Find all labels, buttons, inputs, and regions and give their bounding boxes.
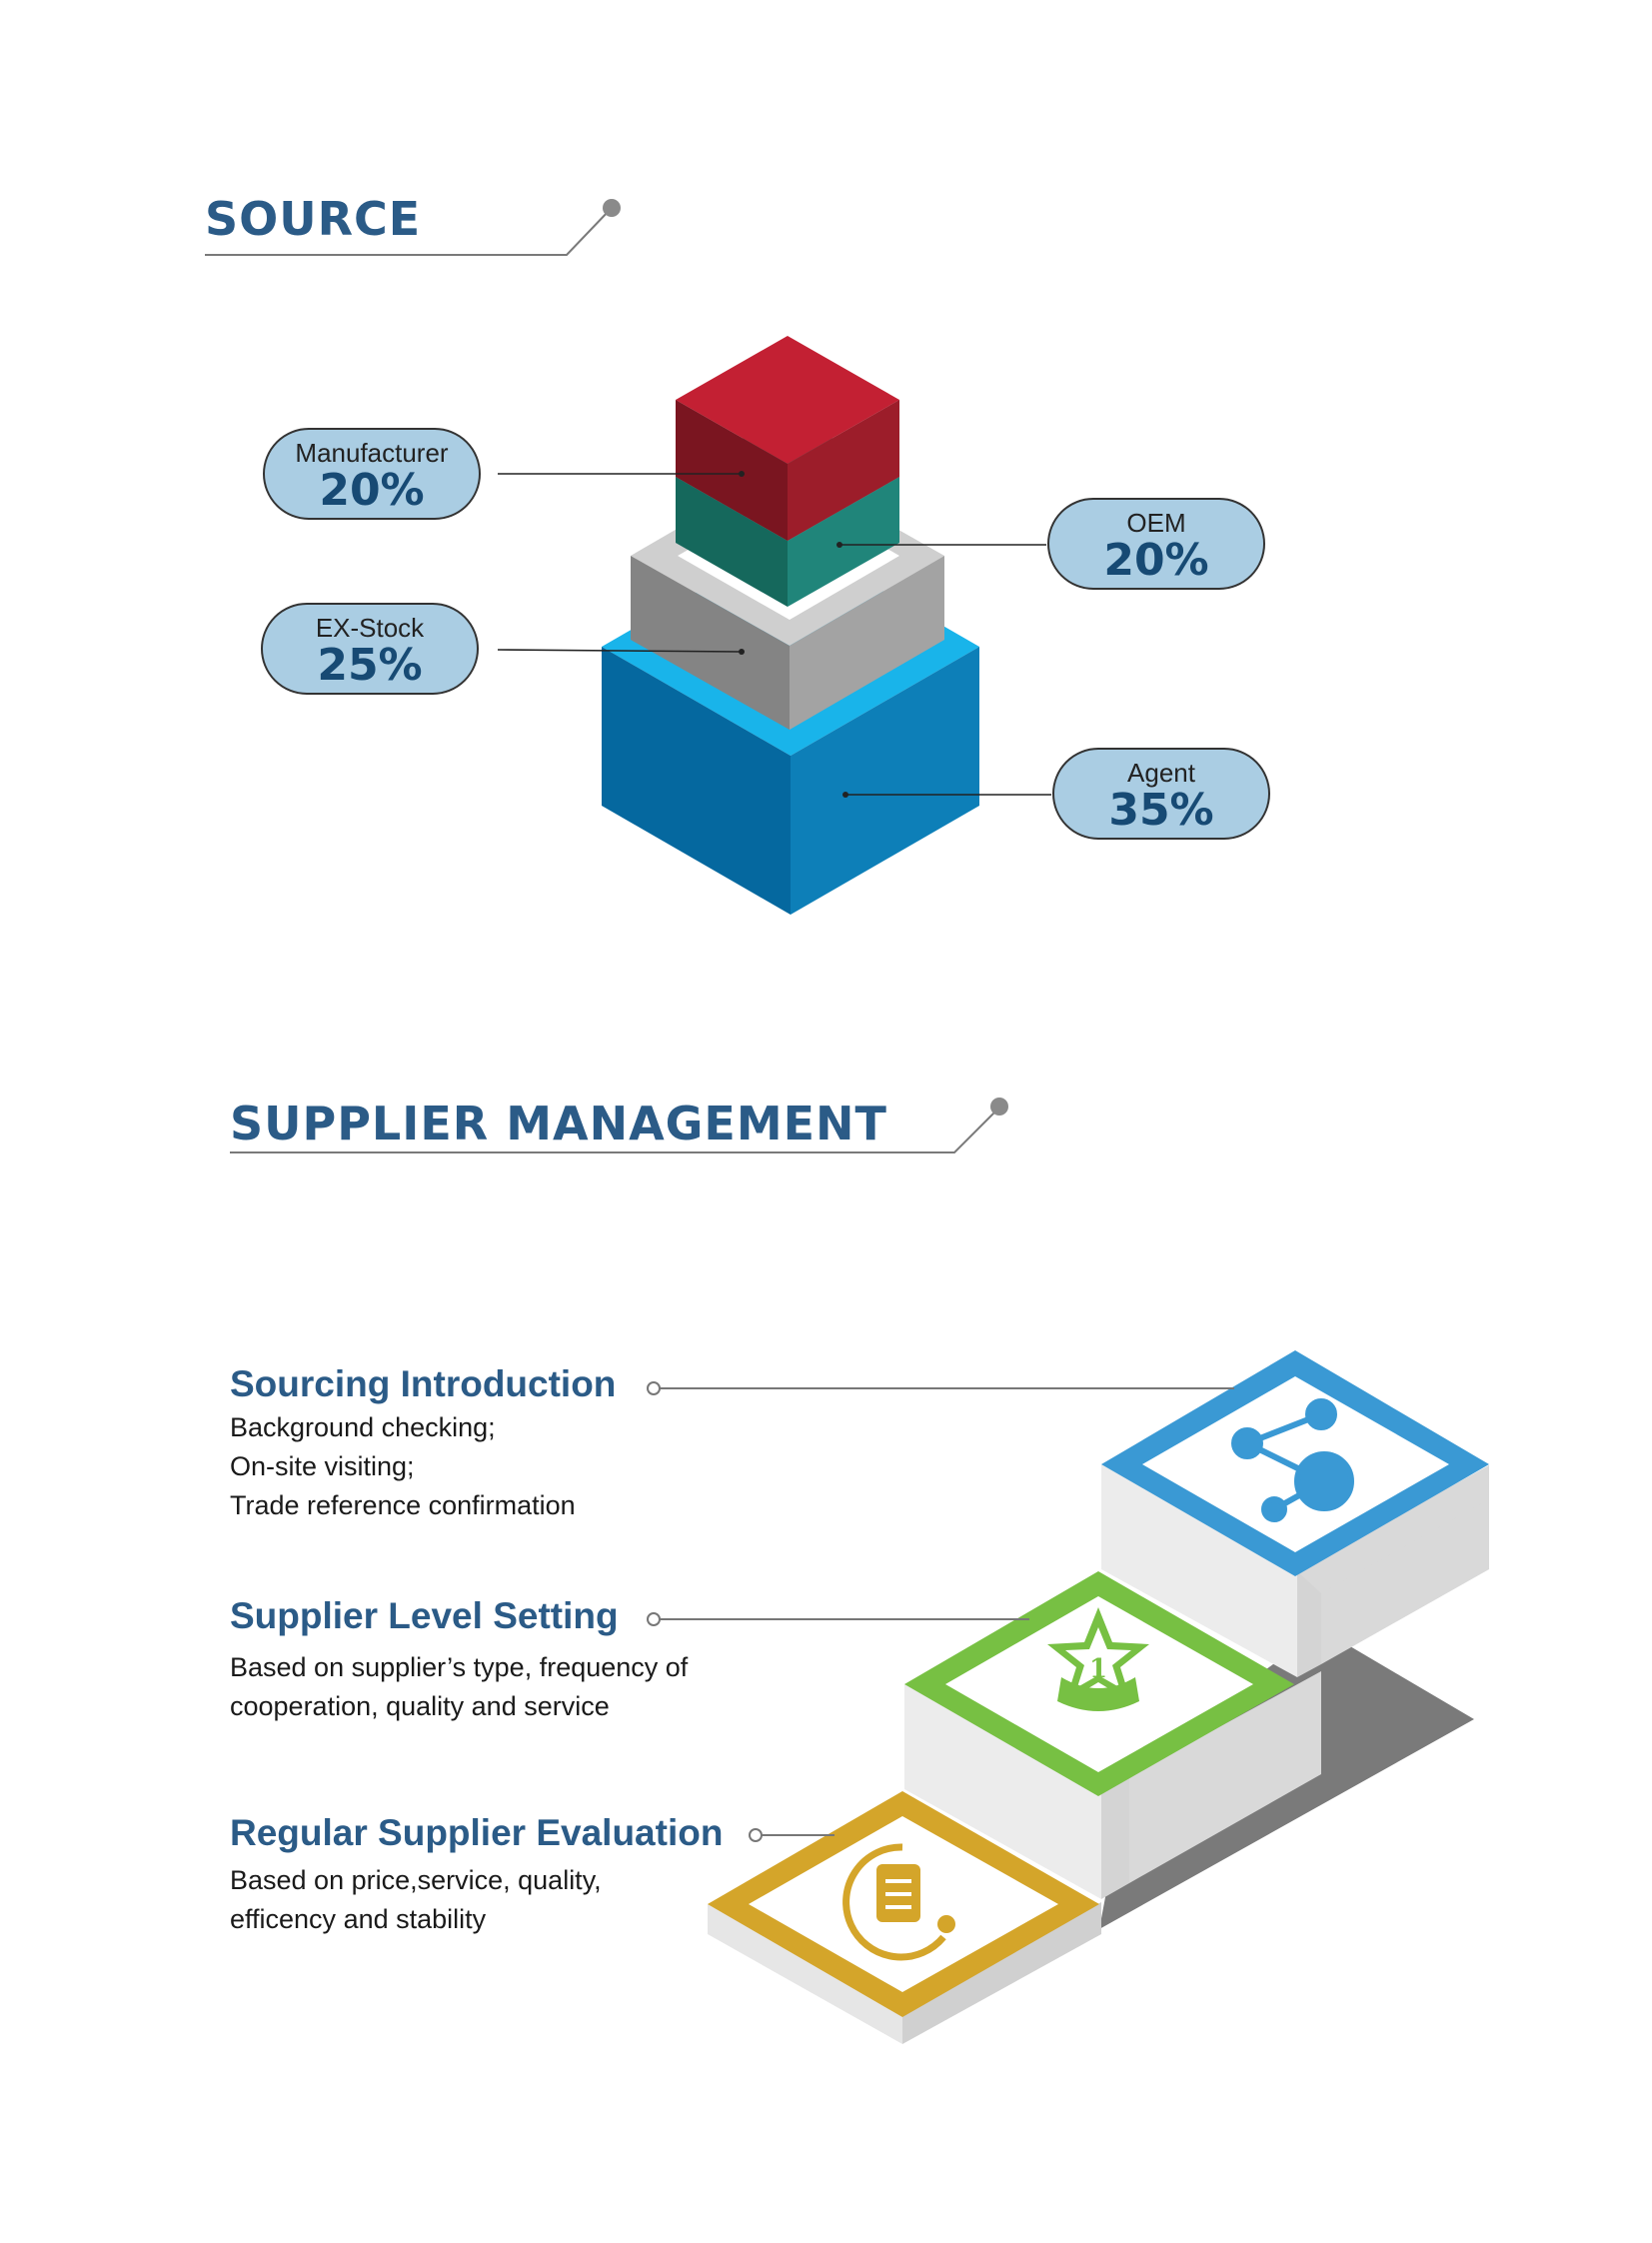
pill-value: 25% <box>317 640 423 691</box>
source-heading-underline <box>205 209 611 256</box>
step-line: Background checking; <box>230 1412 496 1442</box>
supplier-heading-underline <box>230 1109 998 1153</box>
step-title-evaluation: Regular Supplier Evaluation <box>230 1812 724 1853</box>
source-heading: SOURCE <box>205 192 422 246</box>
leader-dots <box>739 471 848 798</box>
pill-agent: Agent 35% <box>1052 748 1270 840</box>
stair-bottom-body <box>708 1902 1101 2044</box>
step-line: cooperation, quality and service <box>230 1691 610 1721</box>
step-line: On-site visiting; <box>230 1451 415 1481</box>
star-rank-icon: 1 <box>1047 1607 1149 1711</box>
step-leader-rings <box>647 1381 763 1842</box>
pill-value: 20% <box>319 465 425 516</box>
network-nodes-icon <box>1231 1398 1354 1522</box>
step-leader-lines <box>660 1387 1234 1836</box>
pill-value: 35% <box>1108 785 1214 836</box>
stair-top-body <box>1101 1464 1489 1677</box>
pill-label: EX-Stock <box>315 613 425 643</box>
supplier-management-heading: SUPPLIER MANAGEMENT <box>230 1097 887 1150</box>
svg-text:1: 1 <box>1089 1654 1107 1684</box>
supplier-heading-dot <box>990 1098 1008 1116</box>
pill-value: 20% <box>1103 535 1209 586</box>
pill-oem: OEM 20% <box>1047 498 1265 590</box>
stair-tile-level <box>904 1571 1294 1796</box>
pill-label: Agent <box>1127 758 1195 788</box>
source-heading-dot <box>603 199 621 217</box>
step-line: Trade reference confirmation <box>230 1490 576 1520</box>
step-title-level: Supplier Level Setting <box>230 1595 619 1636</box>
step-line: Based on price,service, quality, <box>230 1865 602 1895</box>
stair-middle-body <box>904 1671 1321 1899</box>
pill-manufacturer: Manufacturer 20% <box>263 428 481 520</box>
leader-lines <box>497 473 1051 796</box>
manufacturer-block <box>676 336 899 541</box>
pill-label: OEM <box>1126 508 1186 538</box>
pill-label: Manufacturer <box>295 438 449 468</box>
step-title-sourcing: Sourcing Introduction <box>230 1363 617 1404</box>
step-line: Based on supplier’s type, frequency of <box>230 1652 689 1682</box>
document-cycle-icon <box>842 1843 955 1961</box>
step-line: efficency and stability <box>230 1904 487 1934</box>
pill-ex-stock: EX-Stock 25% <box>261 603 479 695</box>
